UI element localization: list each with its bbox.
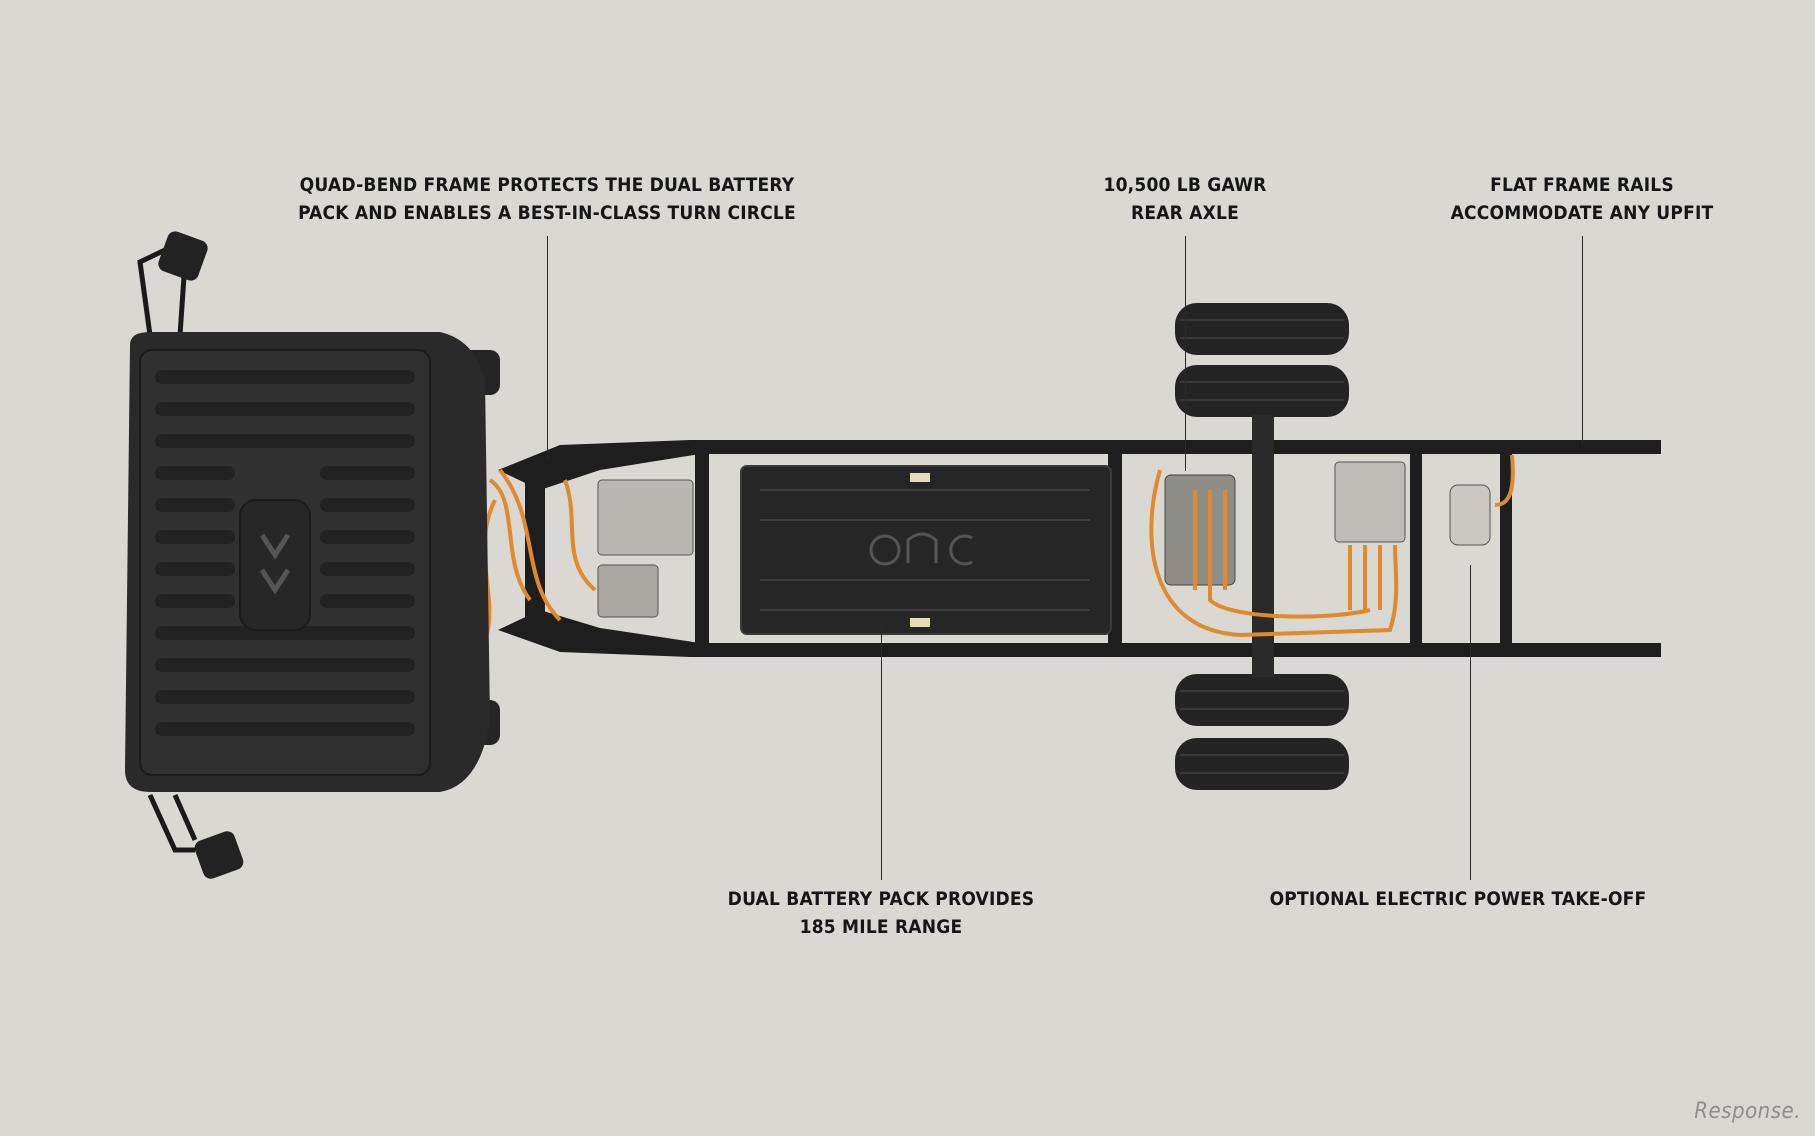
roof-ribs (155, 370, 415, 736)
callout-axle: 10,500 LB GAWR REAR AXLE (1103, 171, 1266, 227)
leader-line-battery (881, 620, 882, 880)
callout-frame: QUAD-BEND FRAME PROTECTS THE DUAL BATTER… (298, 171, 796, 227)
callout-axle-line2: REAR AXLE (1131, 202, 1239, 224)
callout-rails-line2: ACCOMMODATE ANY UPFIT (1450, 202, 1714, 224)
callout-rails: FLAT FRAME RAILS ACCOMMODATE ANY UPFIT (1451, 171, 1714, 227)
brand-logo (259, 533, 291, 595)
callout-frame-line1: QUAD-BEND FRAME PROTECTS THE DUAL BATTER… (299, 174, 795, 196)
callout-frame-line2: PACK AND ENABLES A BEST-IN-CLASS TURN CI… (298, 202, 796, 224)
leader-line-rails (1582, 236, 1583, 444)
mirror-top (137, 231, 208, 336)
leader-line-frame (547, 236, 548, 458)
callout-battery-line2: 185 MILE RANGE (799, 916, 963, 938)
callout-battery: DUAL BATTERY PACK PROVIDES 185 MILE RANG… (728, 885, 1035, 941)
callout-pto-line1: OPTIONAL ELECTRIC POWER TAKE-OFF (1269, 888, 1647, 910)
mirror-bottom (147, 793, 244, 879)
callout-pto: OPTIONAL ELECTRIC POWER TAKE-OFF (1270, 885, 1647, 913)
cab-roof (125, 332, 490, 792)
hv-cables-rear (1149, 454, 1515, 638)
watermark: Response. (1694, 1099, 1801, 1124)
callout-axle-line1: 10,500 LB GAWR (1103, 174, 1267, 196)
callout-battery-line1: DUAL BATTERY PACK PROVIDES (727, 888, 1035, 910)
callout-rails-line1: FLAT FRAME RAILS (1490, 174, 1674, 196)
rear-wheels (1175, 303, 1349, 790)
leader-line-axle (1185, 236, 1186, 471)
battery-pack (740, 465, 1112, 635)
leader-line-pto (1470, 565, 1471, 880)
